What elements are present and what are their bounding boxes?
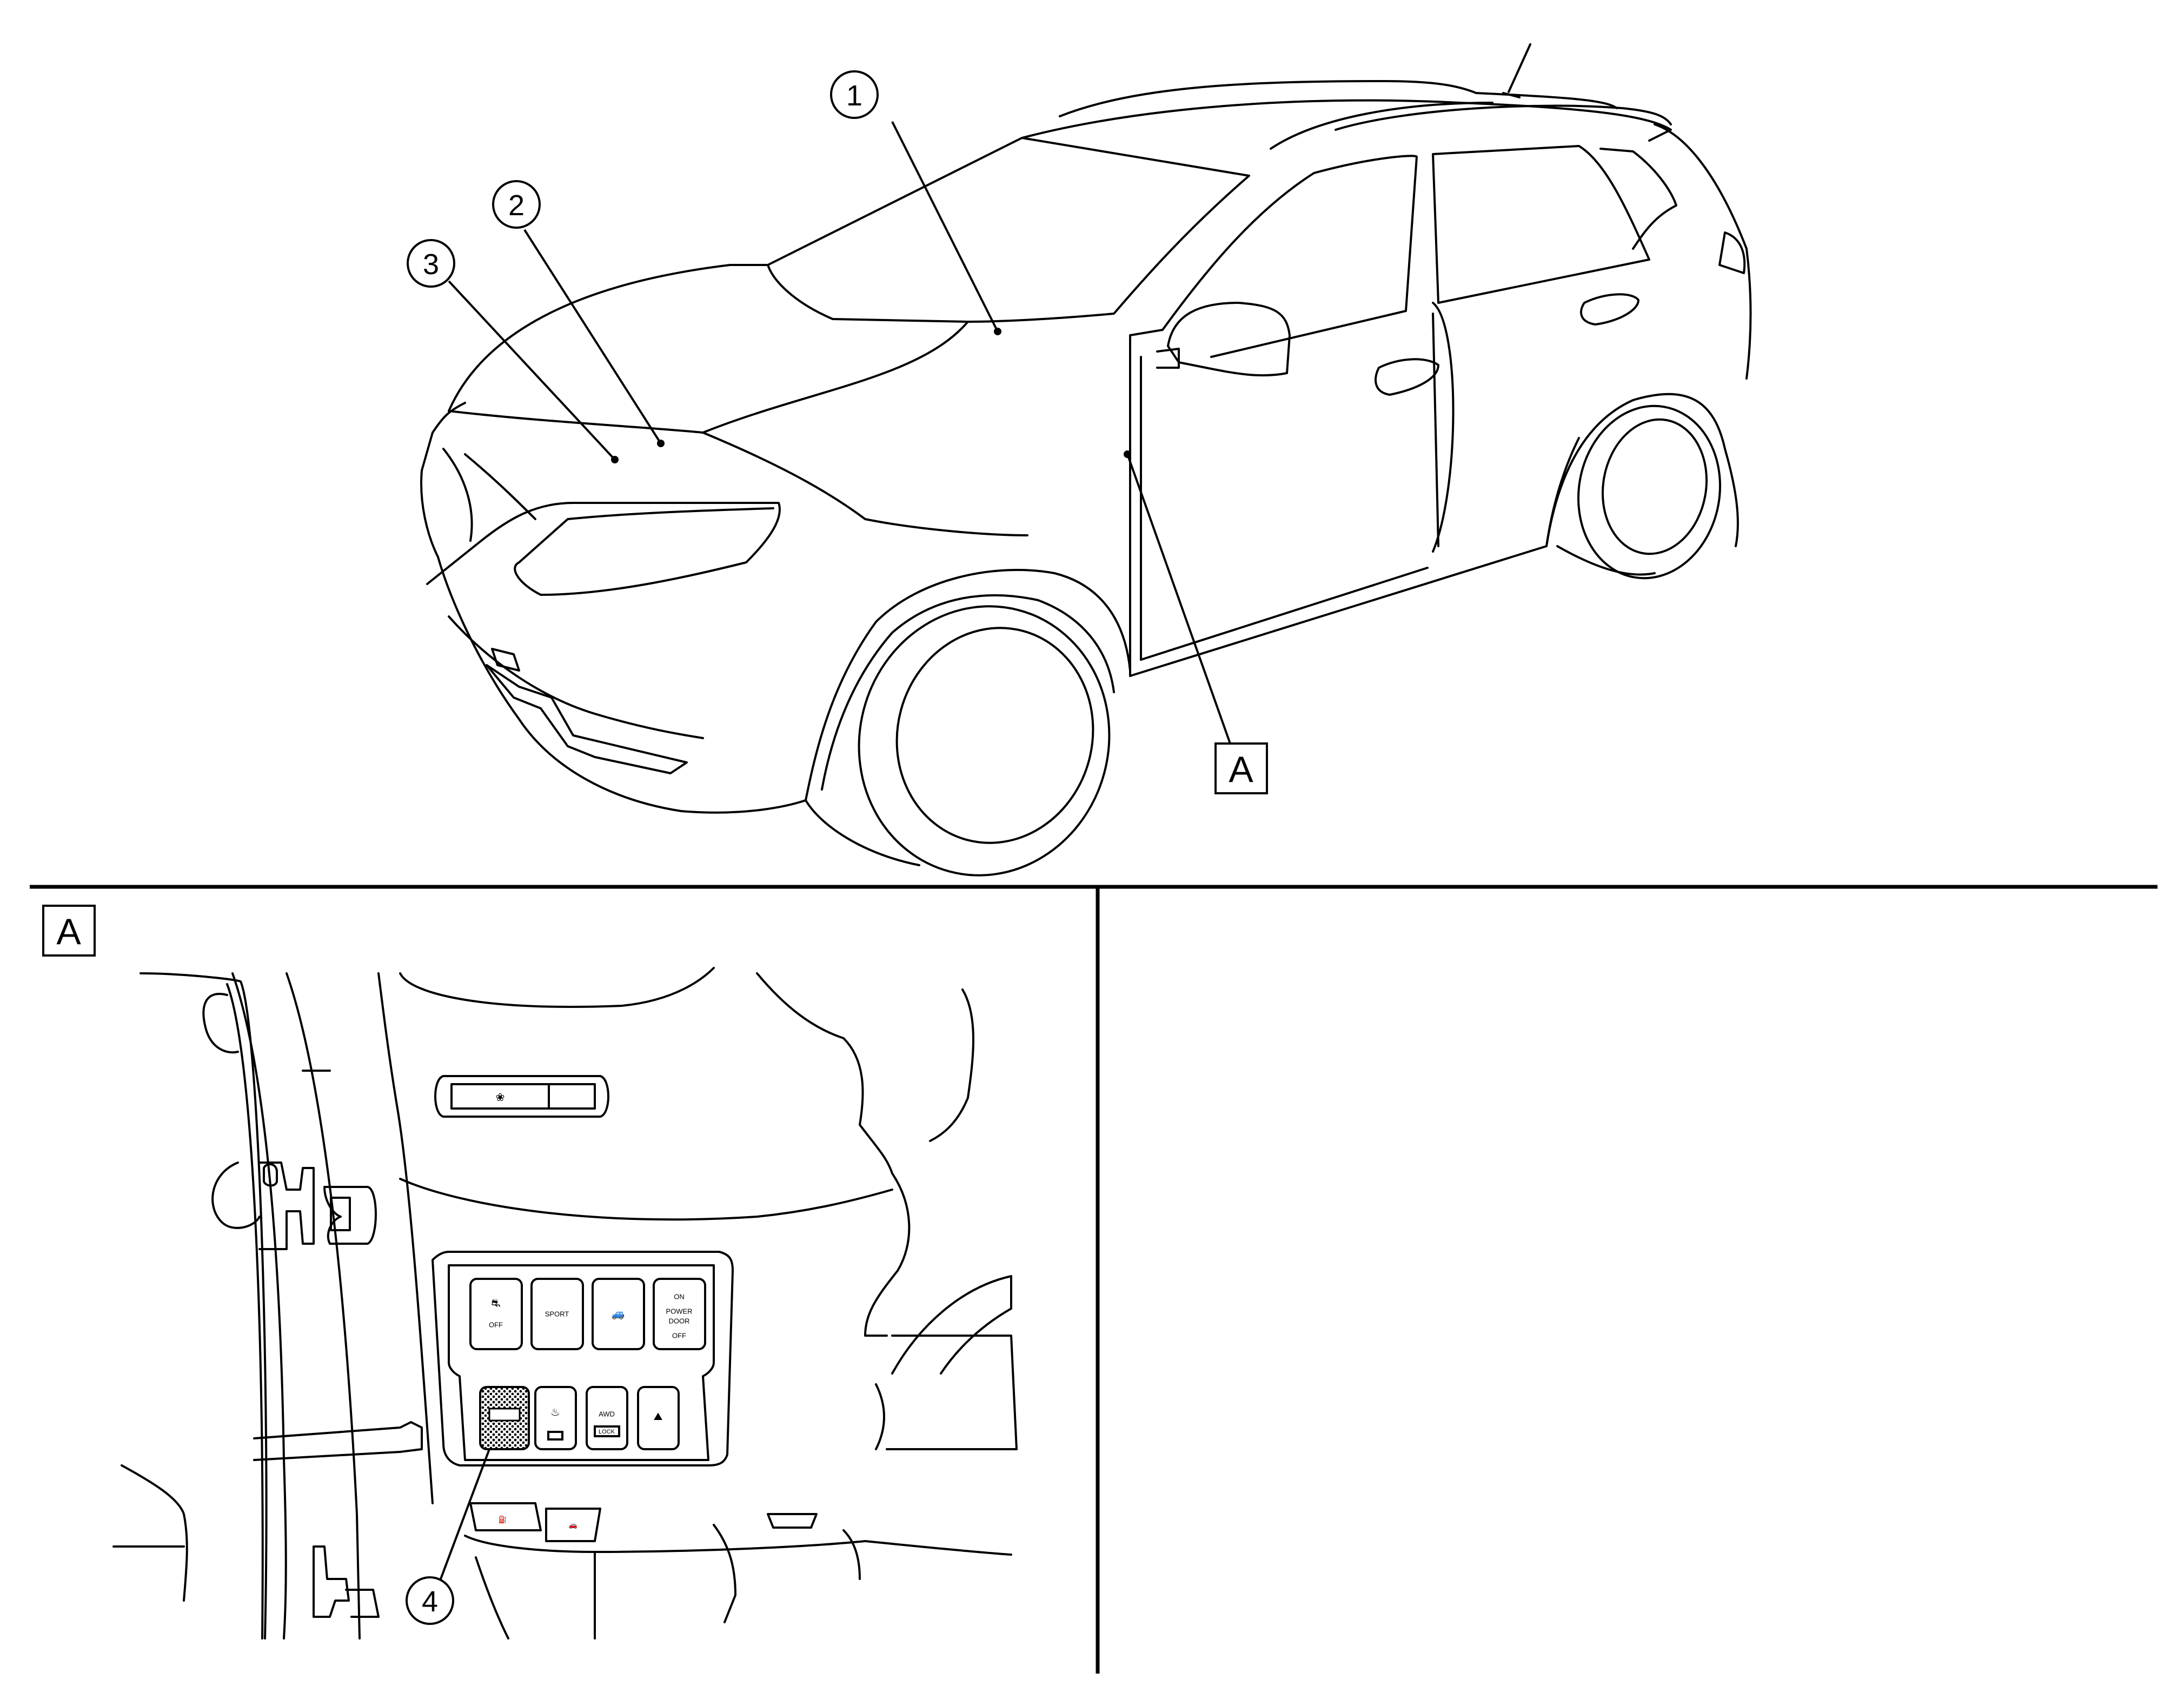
awd-lock-switch[interactable]: AWD LOCK: [586, 1386, 628, 1450]
hill-descent-icon: ⛰: [654, 1411, 663, 1423]
detail-a-illustration: ❀ ⛽ 🚗: [112, 967, 1018, 1640]
callout-3: 3: [407, 239, 455, 288]
svg-text:POWER: POWER: [666, 1308, 692, 1316]
svg-text:AWD: AWD: [599, 1410, 615, 1418]
svg-text:SPORT: SPORT: [545, 1310, 569, 1318]
svg-text:ON: ON: [674, 1293, 685, 1301]
callout-2: 2: [492, 180, 541, 229]
svg-text:A: A: [1229, 749, 1253, 790]
switch-4[interactable]: [479, 1386, 530, 1450]
switch-panel: ⛐ OFF SPORT 🚙 ON POWER DOOR OFF ♨: [469, 1278, 706, 1450]
callout-1: 1: [830, 70, 879, 119]
fuel-lid-icon: ⛽: [499, 1516, 507, 1524]
svg-text:1: 1: [846, 79, 862, 112]
vdc-off-switch[interactable]: ⛐ OFF: [469, 1278, 523, 1350]
svg-text:4: 4: [422, 1585, 438, 1618]
vehicle-overview-illustration: [420, 43, 1752, 877]
heated-steering-switch[interactable]: ♨: [534, 1386, 577, 1450]
svg-text:DOOR: DOOR: [669, 1317, 690, 1325]
detail-a-label: A: [42, 905, 96, 957]
svg-text:A: A: [56, 911, 81, 952]
svg-text:OFF: OFF: [672, 1332, 686, 1340]
upper-switch-icon: ❀: [496, 1092, 505, 1104]
svg-text:OFF: OFF: [489, 1321, 503, 1329]
vehicle-icon: 🚙: [612, 1308, 625, 1320]
callout-4: 4: [406, 1576, 454, 1625]
vdc-off-icon: ⛐: [491, 1297, 500, 1309]
trunk-icon: 🚗: [569, 1521, 577, 1529]
view-a-marker: A: [1214, 742, 1268, 794]
sport-mode-switch[interactable]: SPORT: [530, 1278, 584, 1350]
svg-text:3: 3: [423, 248, 439, 281]
top-leader-lines: [448, 121, 1231, 744]
svg-text:LOCK: LOCK: [599, 1429, 615, 1435]
power-door-switch[interactable]: ON POWER DOOR OFF: [653, 1278, 706, 1350]
heated-steering-icon: ♨: [550, 1406, 560, 1418]
callout-4-leader: [440, 1449, 490, 1579]
svg-text:2: 2: [508, 189, 525, 222]
hill-descent-switch[interactable]: ⛰: [637, 1386, 680, 1450]
vehicle-switch[interactable]: 🚙: [592, 1278, 645, 1350]
